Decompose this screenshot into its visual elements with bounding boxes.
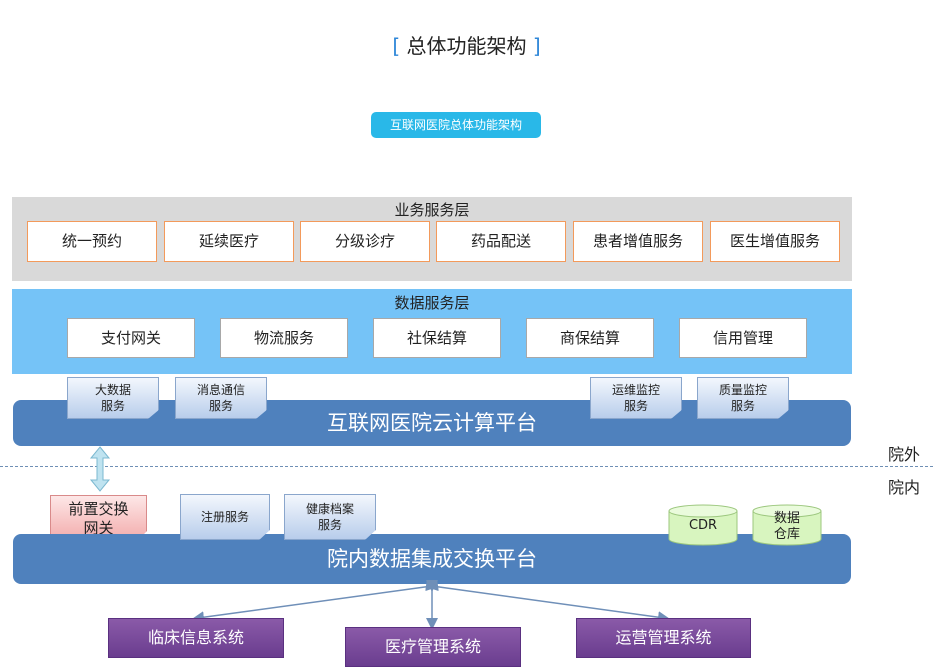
business-item-unified-booking: 统一预约 (27, 221, 157, 262)
tab-line: 大数据 (94, 383, 131, 397)
tab-line: 服务 (730, 399, 755, 413)
gateway-line: 前置交换 (68, 500, 129, 518)
data-layer-title: 数据服务层 (394, 294, 470, 312)
tab-line: 服务 (100, 399, 125, 413)
tab-line: 服务 (208, 399, 233, 413)
business-item-patient-services: 患者增值服务 (573, 221, 703, 262)
cdr-label: CDR (688, 518, 718, 533)
tab-line: 质量监控 (718, 383, 767, 397)
cloud-tab-big-data: 大数据 服务 (67, 377, 159, 419)
tab-line: 注册服务 (200, 510, 249, 524)
system-medical-management: 医疗管理系统 (345, 627, 521, 667)
tab-line: 健康档案 (305, 502, 354, 516)
inside-outside-divider (0, 466, 933, 467)
cdr-database-icon (668, 504, 738, 546)
system-connector-arrows (192, 580, 670, 630)
business-item-tiered-diagnosis: 分级诊疗 (300, 221, 430, 262)
system-clinical-info: 临床信息系统 (108, 618, 284, 658)
store-line: 仓库 (773, 527, 800, 542)
diagram-title-pill: 互联网医院总体功能架构 (371, 112, 541, 138)
data-item-logistics: 物流服务 (220, 318, 348, 358)
tab-line: 消息通信 (196, 383, 245, 397)
data-service-layer: 数据服务层 支付网关 物流服务 社保结算 商保结算 信用管理 (12, 289, 852, 374)
business-item-drug-delivery: 药品配送 (436, 221, 566, 262)
cloud-tab-quality-monitoring: 质量监控 服务 (697, 377, 789, 419)
page-title-text: 总体功能架构 (406, 34, 527, 58)
bidirectional-arrow-icon (89, 446, 111, 492)
data-item-credit-management: 信用管理 (679, 318, 807, 358)
cloud-tab-ops-monitoring: 运维监控 服务 (590, 377, 682, 419)
data-item-payment-gateway: 支付网关 (67, 318, 195, 358)
data-item-commercial-insurance: 商保结算 (526, 318, 654, 358)
system-operations-management: 运营管理系统 (576, 618, 751, 658)
bracket-open: [ (392, 34, 401, 58)
store-line: 数据 (773, 511, 800, 526)
intranet-tab-registration: 注册服务 (180, 494, 270, 540)
tab-line: 服务 (623, 399, 648, 413)
zone-label-inside: 院内 (888, 478, 921, 497)
cloud-tab-messaging: 消息通信 服务 (175, 377, 267, 419)
data-item-social-insurance: 社保结算 (373, 318, 501, 358)
zone-label-outside: 院外 (888, 445, 921, 464)
gateway-line: 网关 (83, 519, 114, 537)
data-warehouse-label: 数据 仓库 (751, 511, 823, 543)
bracket-close: ] (532, 34, 541, 58)
business-service-layer: 业务服务层 统一预约 延续医疗 分级诊疗 药品配送 患者增值服务 医生增值服务 (12, 197, 852, 281)
business-layer-title: 业务服务层 (394, 201, 470, 219)
tab-line: 服务 (317, 518, 342, 532)
tab-line: 运维监控 (611, 383, 660, 397)
business-item-doctor-services: 医生增值服务 (710, 221, 840, 262)
intranet-tab-health-records: 健康档案 服务 (284, 494, 376, 540)
data-warehouse-icon (752, 504, 822, 546)
business-item-continued-care: 延续医疗 (164, 221, 294, 262)
page-title: [ 总体功能架构 ] (0, 30, 933, 59)
